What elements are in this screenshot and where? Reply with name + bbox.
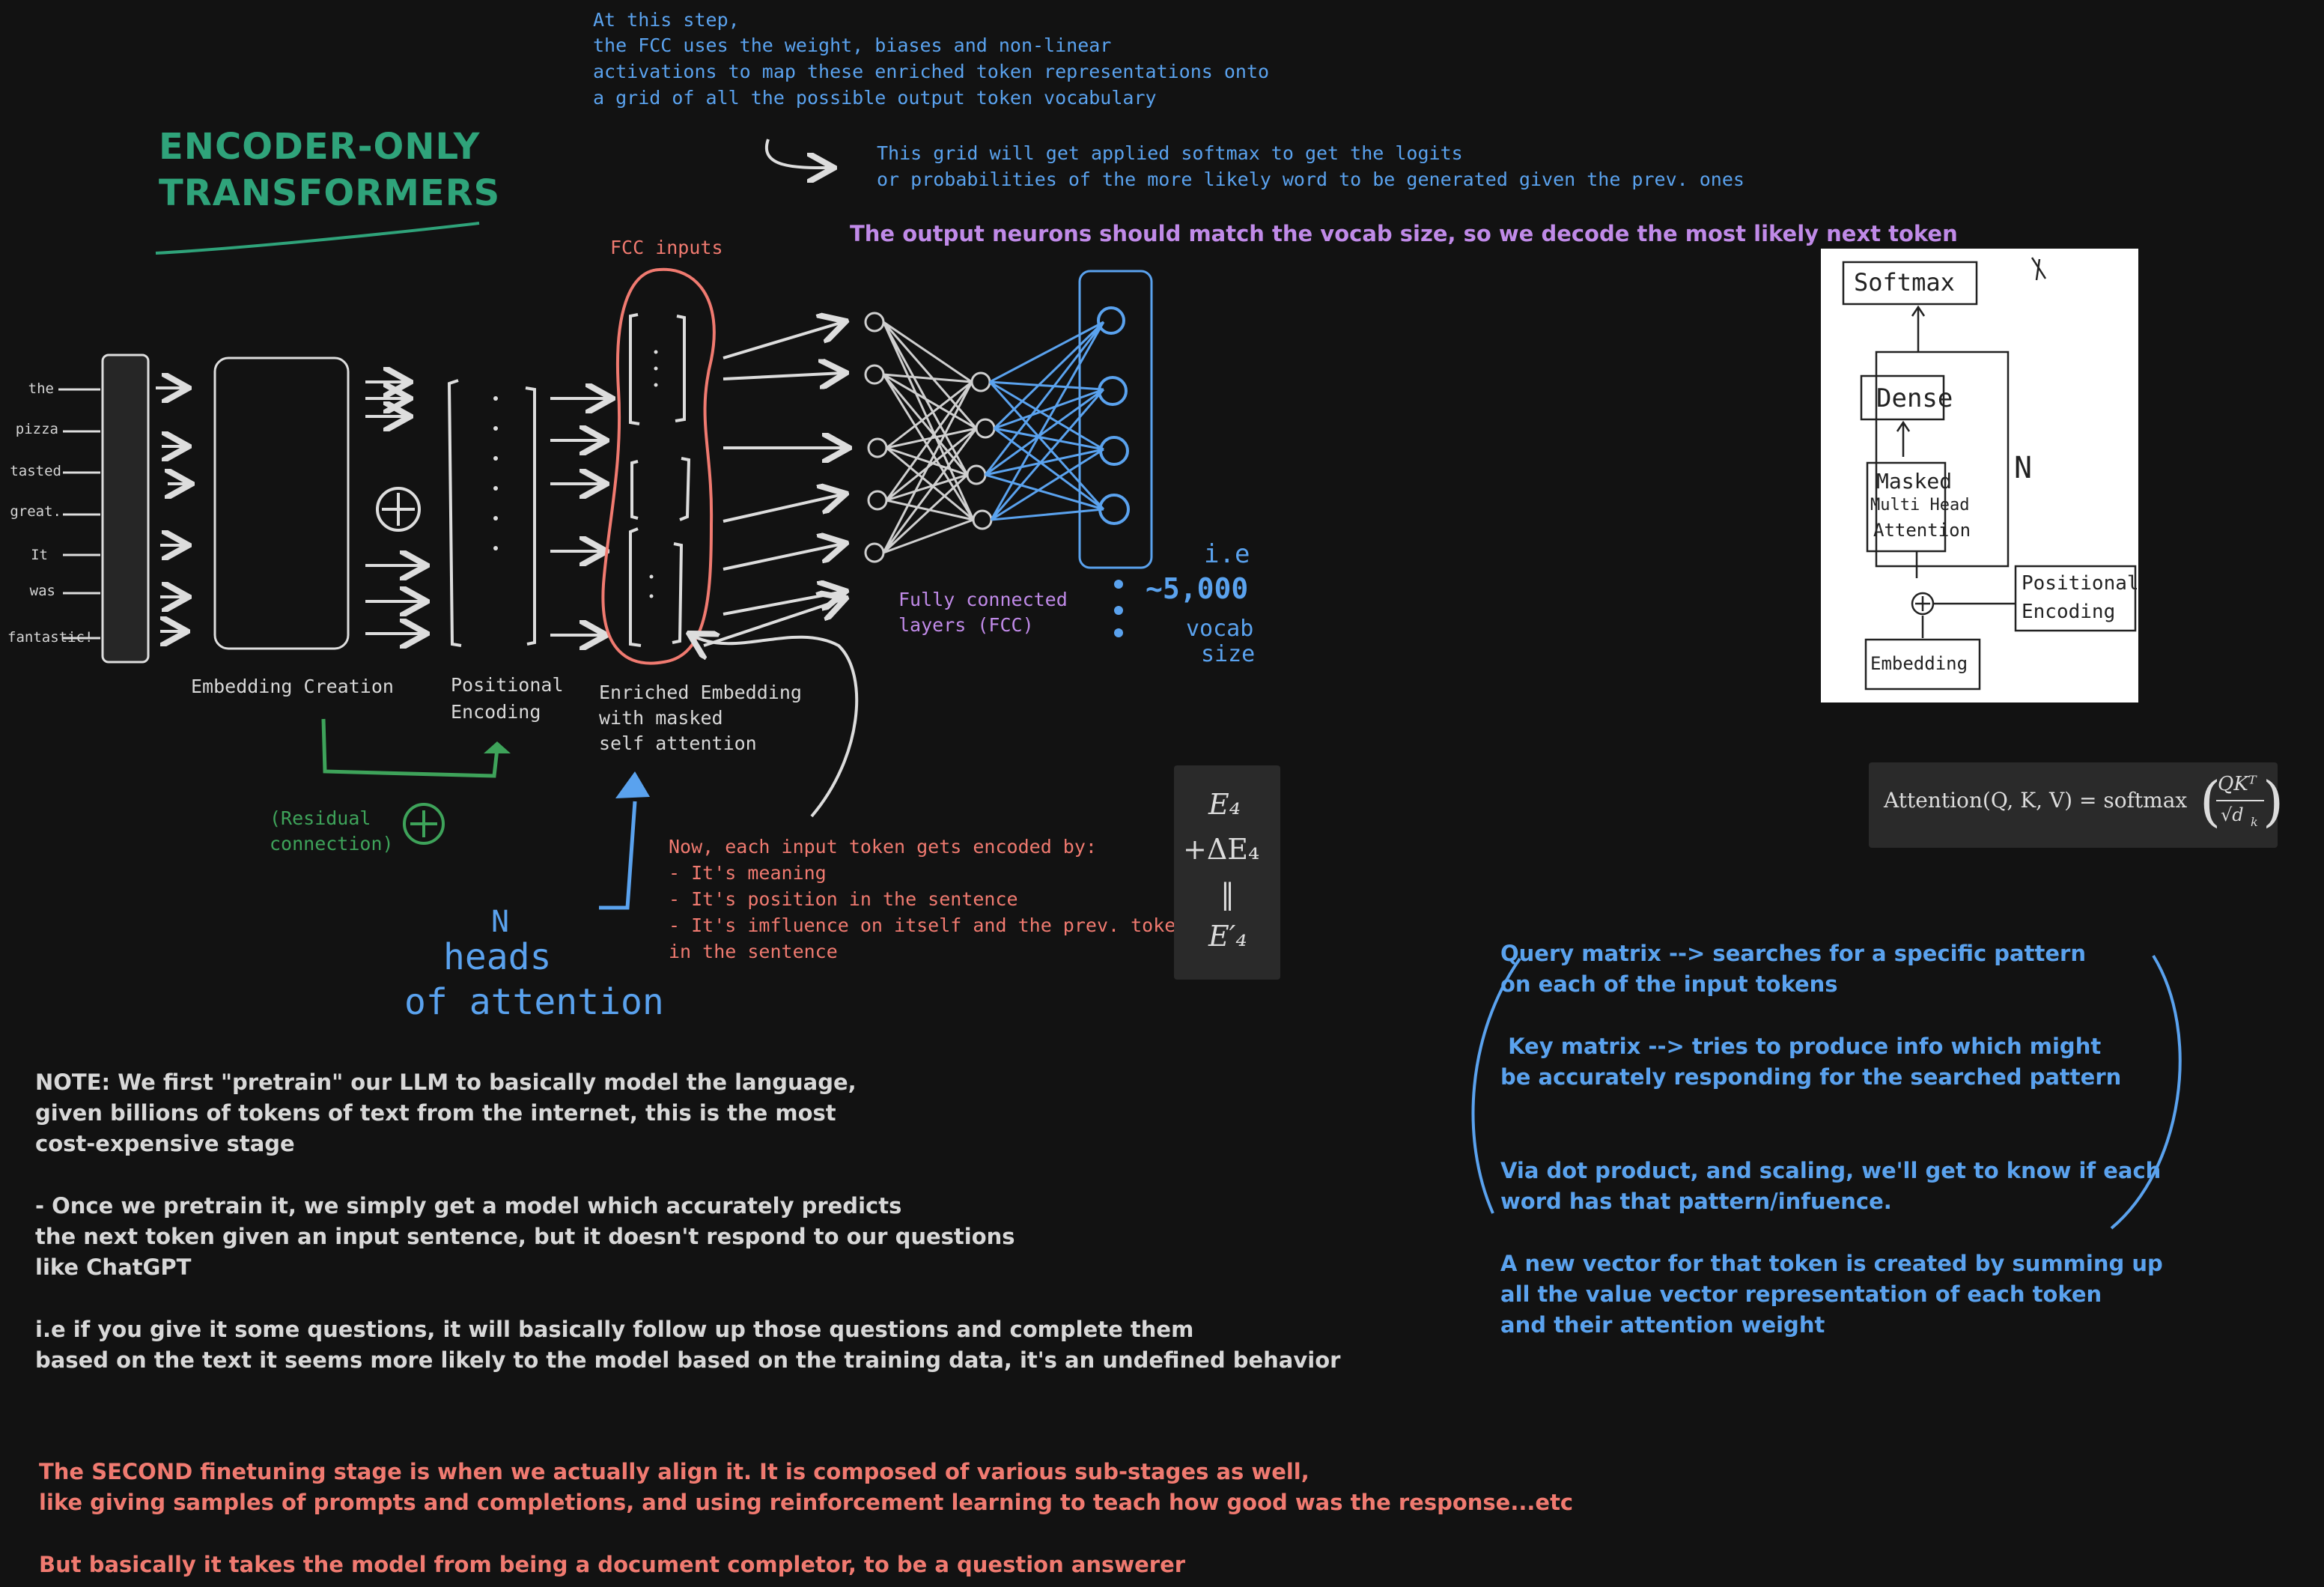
label-fcc-inputs: FCC inputs (610, 237, 723, 258)
architecture-lines (1842, 257, 2137, 691)
label-positional-line2: Encoding (451, 701, 541, 723)
label-enriched-line1: Enriched Embedding (599, 682, 802, 703)
token-the: the (28, 380, 54, 397)
positional-vector (447, 379, 536, 647)
embedding-box (213, 356, 350, 650)
token-column (101, 353, 150, 664)
output-neurons-note: The output neurons should match the voca… (850, 221, 1958, 246)
newvec-note-3: and their attention weight (1500, 1312, 1825, 1338)
formula-paren-open: ( (2200, 770, 2221, 833)
arch-n: N (2014, 451, 2033, 485)
finetune-p1-2: like giving samples of prompts and compl… (39, 1490, 1574, 1515)
add-circle (376, 487, 421, 532)
fcc-step-note-4: a grid of all the possible output token … (593, 87, 1157, 109)
fcc-step-note-2: the FCC uses the weight, biases and non-… (593, 34, 1112, 56)
softmax-note-1: This grid will get applied softmax to ge… (877, 142, 1463, 164)
softmax-note-2: or probabilities of the more likely word… (877, 169, 1744, 190)
equation-box: E₄ +ΔE₄ ‖ E′₄ (1174, 765, 1280, 980)
label-enriched-line2: with masked (599, 707, 723, 729)
fcc-network (864, 312, 996, 563)
newvec-note-1: A new vector for that token is created b… (1500, 1251, 2163, 1276)
dot-note-1: Via dot product, and scaling, we'll get … (1500, 1158, 2162, 1183)
title-line-1: ENCODER-ONLY (159, 126, 481, 168)
pretrain-p2-2: the next token given an input sentence, … (35, 1224, 1015, 1249)
encoding-note-3: - It's position in the sentence (669, 888, 1018, 910)
pretrain-p1-1: NOTE: We first "pretrain" our LLM to bas… (35, 1069, 857, 1095)
key-note-1: Key matrix --> tries to produce info whi… (1500, 1034, 2102, 1059)
arch-embedding: Embedding (1870, 653, 1968, 674)
token-lines (58, 388, 100, 640)
arrows-to-embedding (156, 388, 189, 631)
pretrain-p2-1: - Once we pretrain it, we simply get a m… (35, 1193, 902, 1219)
formula-numerator: QKᵀ (2218, 773, 2257, 795)
query-note-1: Query matrix --> searches for a specific… (1500, 941, 2086, 966)
formula-fraction-bar (2216, 800, 2264, 801)
pretrain-p3-2: based on the text it seems more likely t… (35, 1347, 1341, 1373)
label-residual-line1: (Residual (270, 807, 371, 829)
eq-equals: ‖ (1220, 878, 1235, 911)
query-note-2: on each of the input tokens (1500, 971, 1838, 997)
label-enriched-line3: self attention (599, 732, 757, 754)
label-fcc-line2: layers (FCC) (898, 614, 1034, 636)
formula-denominator: √d (2221, 804, 2244, 825)
heads-of-attention: of attention (404, 981, 664, 1023)
arch-masked-1: Masked (1876, 469, 1953, 494)
arch-masked-2: Multi Head (1870, 496, 1970, 515)
fcc-step-note-1: At this step, (593, 9, 740, 31)
arch-masked-3: Attention (1873, 520, 1971, 541)
attention-formula-box: Attention(Q, K, V) = softmax ( QKᵀ √d k … (1869, 762, 2284, 848)
arch-positional-1: Positional (2022, 572, 2139, 595)
key-note-2: be accurately responding for the searche… (1500, 1064, 2122, 1090)
token-great: great. (10, 503, 61, 520)
fcc-step-note-3: activations to map these enriched token … (593, 61, 1270, 82)
token-tasted: tasted (10, 463, 61, 479)
arch-softmax: Softmax (1854, 268, 1955, 297)
vocab-ie: i.e (1204, 539, 1250, 569)
vocab-word: vocab (1186, 616, 1254, 642)
token-it: It (31, 547, 48, 563)
eq-e4-prime: E′₄ (1208, 920, 1247, 953)
token-was: was (29, 583, 55, 599)
arrows-to-positional (365, 382, 424, 634)
enriched-vectors (629, 313, 691, 647)
formula-paren-close: ) (2263, 770, 2284, 833)
arrows-to-fcc (703, 322, 846, 647)
output-connections (984, 321, 1105, 521)
pretrain-p1-2: given billions of tokens of text from th… (35, 1100, 836, 1126)
pretrain-p1-3: cost-expensive stage (35, 1131, 295, 1156)
formula-denominator-sub: k (2251, 815, 2258, 829)
finetune-p1-1: The SECOND finetuning stage is when we a… (39, 1459, 1309, 1484)
token-pizza: pizza (15, 421, 58, 437)
heads-n: N (491, 905, 510, 939)
pretrain-p2-3: like ChatGPT (35, 1254, 192, 1280)
newvec-note-2: all the value vector representation of e… (1500, 1281, 2102, 1307)
label-residual-line2: connection) (270, 833, 394, 855)
pretrain-p3-1: i.e if you give it some questions, it wi… (35, 1317, 1194, 1342)
arch-dense: Dense (1876, 383, 1953, 413)
arrows-to-enriched (550, 398, 609, 635)
title-line-2: TRANSFORMERS (159, 172, 501, 214)
label-fcc-line1: Fully connected (898, 589, 1068, 610)
output-layer (1078, 270, 1153, 569)
encoding-note-1: Now, each input token gets encoded by: (669, 836, 1097, 858)
heads-word: heads (443, 936, 552, 978)
vocab-size-number: ~5,000 (1146, 572, 1249, 605)
eq-e4: E₄ (1208, 788, 1241, 821)
eq-delta-e4: +ΔE₄ (1183, 833, 1260, 866)
formula-lhs: Attention(Q, K, V) = softmax (1884, 788, 2188, 813)
arch-positional-2: Encoding (2022, 601, 2116, 623)
label-embedding-creation: Embedding Creation (191, 676, 394, 697)
encoding-note-5: in the sentence (669, 941, 838, 962)
fcc-inputs-outline (601, 267, 716, 665)
encoding-note-4: - It's imfluence on itself and the prev.… (669, 914, 1199, 936)
architecture-panel: Softmax Dense Masked Multi Head Attentio… (1821, 249, 2139, 703)
vocab-size-word: size (1201, 641, 1256, 667)
label-positional-line1: Positional (451, 674, 564, 696)
dot-note-2: word has that pattern/infuence. (1500, 1189, 1892, 1214)
encoding-note-2: - It's meaning (669, 862, 827, 884)
finetune-p2-1: But basically it takes the model from be… (39, 1552, 1186, 1577)
